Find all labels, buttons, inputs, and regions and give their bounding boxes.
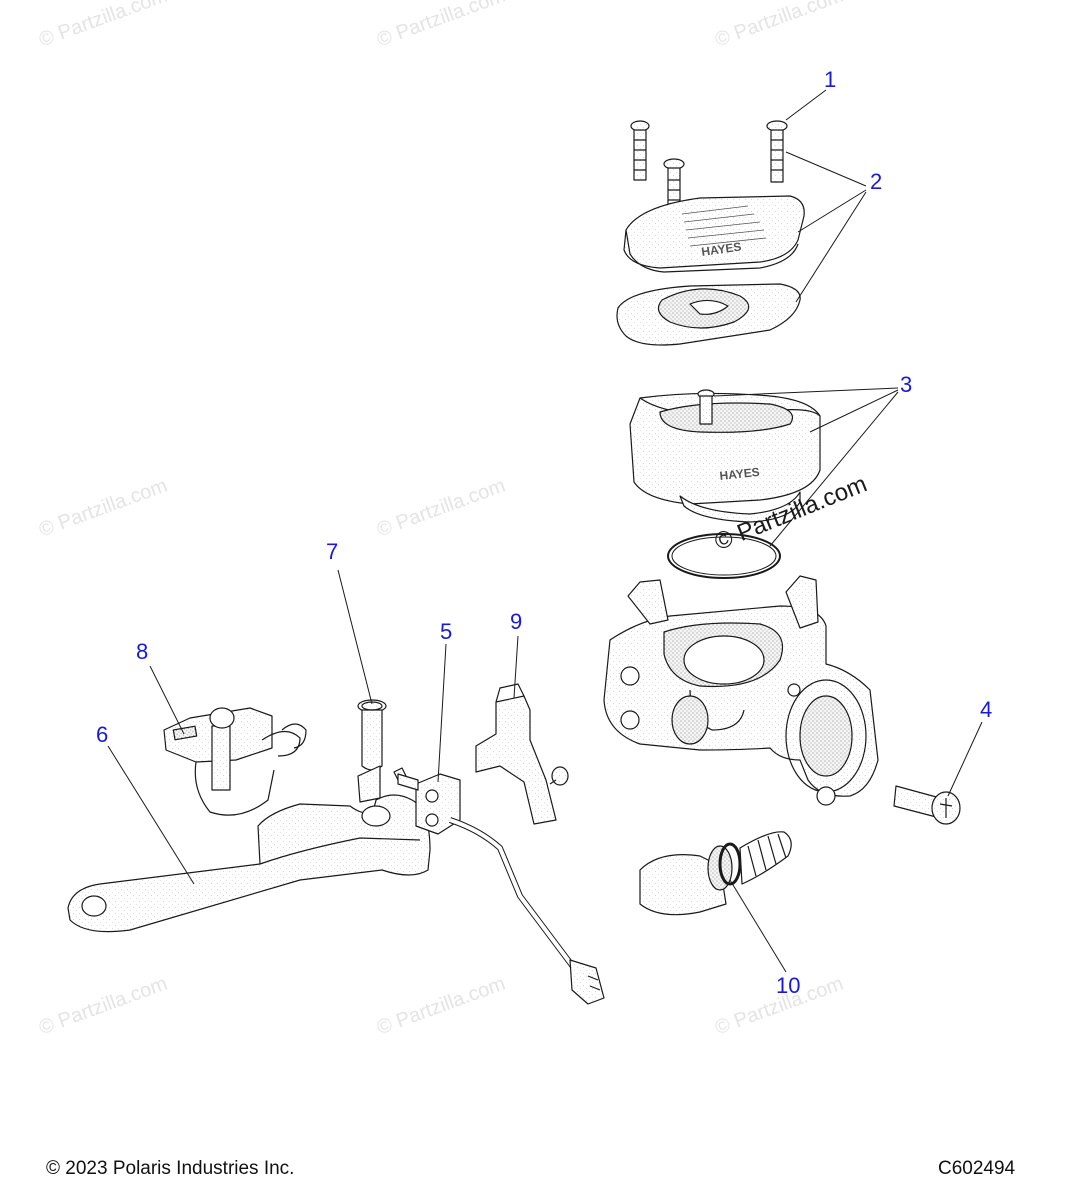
callout-6[interactable]: 6 <box>96 722 109 747</box>
callout-1[interactable]: 1 <box>824 67 837 92</box>
reservoir-cover: HAYES <box>623 195 805 273</box>
piston-assembly <box>639 831 792 916</box>
clamp-bolt <box>893 785 961 825</box>
brake-lever <box>67 765 431 933</box>
lever-adjuster <box>163 707 307 816</box>
reservoir-body: HAYES <box>629 389 821 523</box>
diagram-code: C602494 <box>938 1158 1016 1179</box>
callout-5[interactable]: 5 <box>440 619 453 644</box>
diaphragm-gasket <box>616 283 801 346</box>
callout-8[interactable]: 8 <box>136 639 149 664</box>
callout-3[interactable]: 3 <box>900 372 913 397</box>
brake-switch <box>397 773 605 1005</box>
leader-lines <box>107 89 983 973</box>
master-cylinder-housing <box>603 575 879 806</box>
o-ring <box>667 533 781 579</box>
cover-brand-emboss: HAYES <box>700 240 742 259</box>
callout-2[interactable]: 2 <box>870 169 883 194</box>
pivot-pin <box>357 699 407 781</box>
copyright-notice: © 2023 Polaris Industries Inc. <box>46 1158 295 1179</box>
callout-9[interactable]: 9 <box>510 609 523 634</box>
callout-7[interactable]: 7 <box>326 539 339 564</box>
callout-4[interactable]: 4 <box>980 697 993 722</box>
callout-10[interactable]: 10 <box>776 973 801 998</box>
switch-bracket <box>475 683 569 825</box>
reservoir-brand-emboss: HAYES <box>719 465 760 483</box>
